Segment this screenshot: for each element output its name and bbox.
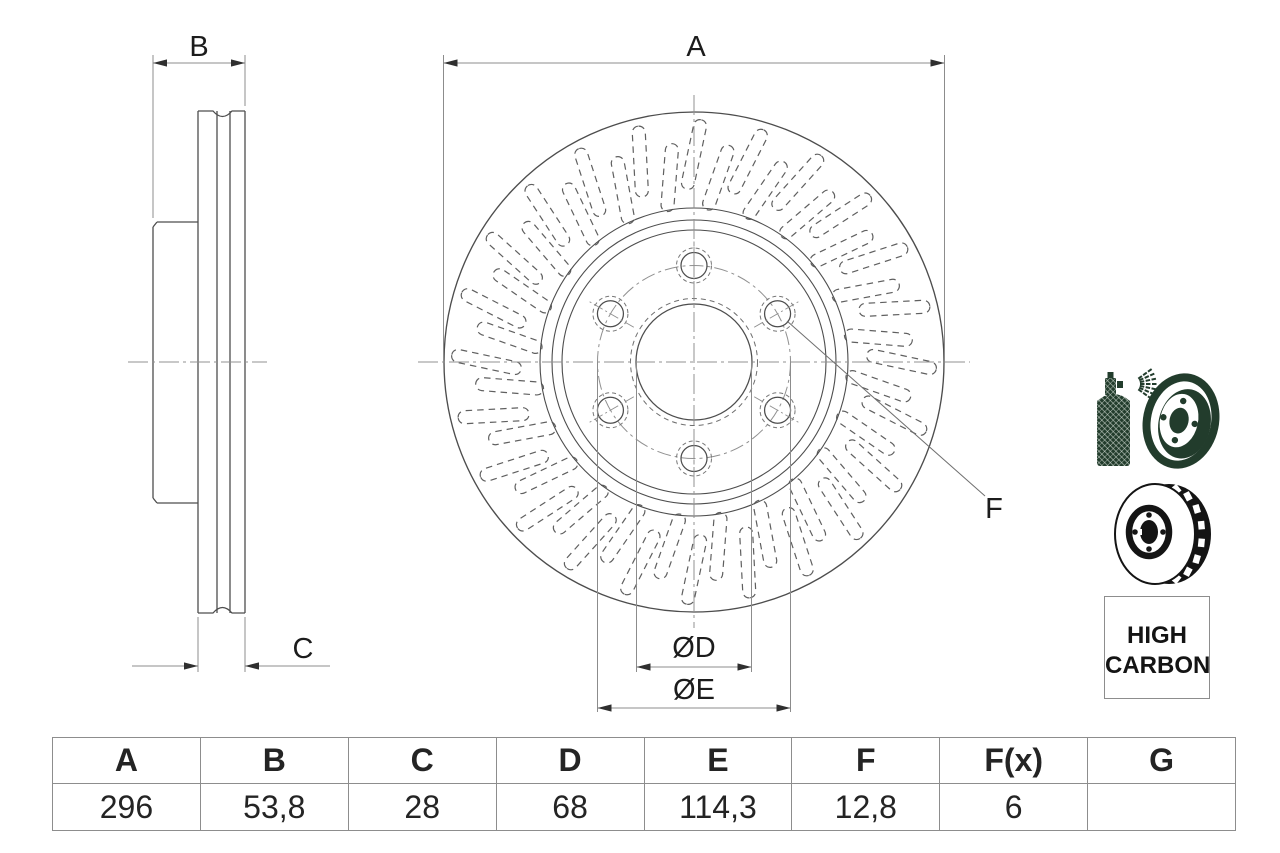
high-carbon-line1: HIGH — [1127, 622, 1187, 649]
dim-label-b: B — [189, 31, 208, 63]
value-f: 12,8 — [791, 783, 941, 831]
drawing-canvas: A B C ØD ØE F — [128, 31, 1220, 712]
dim-label-c: C — [293, 633, 314, 665]
rim-vent-holes — [1171, 483, 1205, 585]
dim-label-d: ØD — [672, 632, 716, 664]
value-g — [1087, 783, 1236, 831]
side-view-cross-section — [128, 110, 267, 614]
front-view — [418, 95, 970, 628]
anti-corrosion-coating-icon — [1097, 368, 1220, 469]
table-header-row: A B C D E F F(x) G — [52, 737, 1236, 784]
coated-disc-icon — [1142, 373, 1220, 469]
value-b: 53,8 — [199, 783, 349, 831]
vented-disc-icon — [1114, 483, 1211, 585]
col-header-a: A — [52, 737, 201, 784]
dim-label-f: F — [985, 493, 1003, 525]
col-header-f: F — [791, 737, 941, 784]
table-value-row: 296 53,8 28 68 114,3 12,8 6 — [52, 783, 1236, 831]
dimension-lines — [132, 55, 986, 712]
spray-mist — [1137, 368, 1157, 400]
value-e: 114,3 — [643, 783, 793, 831]
value-a: 296 — [52, 783, 201, 831]
dim-label-a: A — [686, 31, 706, 63]
col-header-b: B — [199, 737, 349, 784]
col-header-d: D — [495, 737, 645, 784]
col-header-fx: F(x) — [939, 737, 1089, 784]
col-header-e: E — [643, 737, 793, 784]
high-carbon-line2: CARBON — [1105, 652, 1211, 679]
front-centerlines — [418, 95, 970, 628]
dim-label-e: ØE — [673, 674, 715, 706]
value-d: 68 — [495, 783, 645, 831]
spray-can-icon — [1097, 368, 1157, 466]
dimensions: A B C ØD ØE F — [132, 31, 1003, 712]
col-header-g: G — [1087, 737, 1236, 784]
dimension-table: A B C D E F F(x) G 296 53,8 28 68 114,3 … — [52, 737, 1236, 831]
vent-slots — [451, 119, 937, 605]
value-fx: 6 — [939, 783, 1089, 831]
col-header-c: C — [347, 737, 497, 784]
high-carbon-badge: HIGH CARBON — [1104, 596, 1210, 699]
value-c: 28 — [347, 783, 497, 831]
